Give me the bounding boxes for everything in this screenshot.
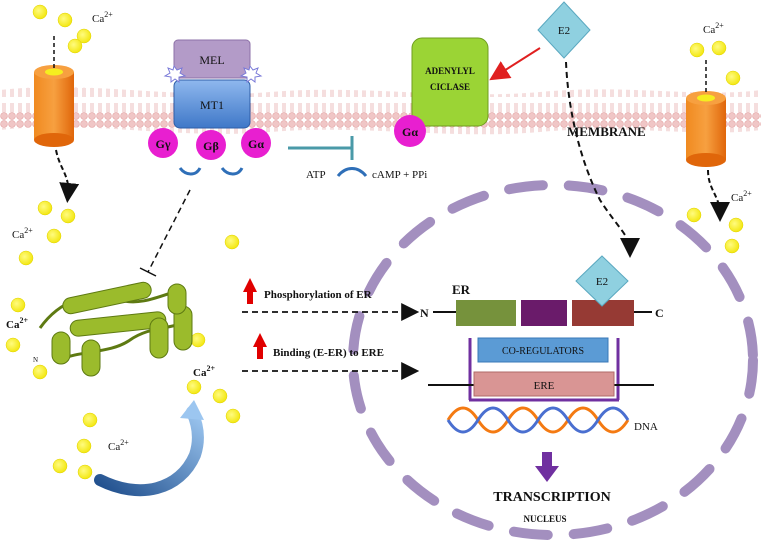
svg-text:Gα: Gα <box>402 125 418 139</box>
er-n-terminal: N <box>420 306 429 320</box>
g-gamma-subunit: Gγ <box>148 128 178 158</box>
svg-text:MT1: MT1 <box>200 98 224 112</box>
svg-text:E2: E2 <box>558 25 570 37</box>
calcium-influx-arrow-right <box>707 169 730 222</box>
svg-text:E2: E2 <box>596 276 608 288</box>
adenylyl-cyclase: ADENYLYL CICLASE <box>411 37 489 127</box>
inhibition-line <box>288 136 354 160</box>
g-beta-subunit: Gβ <box>196 130 226 160</box>
g-alpha-subunit-ac: Gα <box>394 115 426 147</box>
binding-star-left <box>163 64 187 83</box>
er-domain-purple <box>521 300 567 326</box>
protein-n-terminal: N <box>33 356 38 364</box>
ca-label-top-right: Ca2+ <box>703 21 724 36</box>
camp-label: cAMP + PPi <box>372 169 427 181</box>
ca-label-top-left: Ca2+ <box>92 10 113 25</box>
svg-text:Ca2+: Ca2+ <box>108 438 129 453</box>
svg-text:Ca2+: Ca2+ <box>6 316 28 331</box>
svg-text:ADENYLYL: ADENYLYL <box>425 66 475 76</box>
ere-bracket <box>468 338 620 402</box>
mt1-receptor: MT1 <box>173 79 251 129</box>
er-label: ER <box>452 282 471 297</box>
binding-up-arrow <box>253 333 267 359</box>
melatonin-box: MEL <box>173 39 251 79</box>
transcription-arrow <box>535 452 559 482</box>
svg-text:Gβ: Gβ <box>203 139 219 153</box>
membrane-label: MEMBRANE <box>567 124 646 139</box>
ca-label-protein-left: Ca2+ <box>6 316 28 331</box>
dna-helix <box>446 406 630 434</box>
svg-text:CICLASE: CICLASE <box>430 82 470 92</box>
svg-text:ERE: ERE <box>534 380 555 392</box>
ca-label-bottom: Ca2+ <box>108 438 129 453</box>
co-regulators-box: CO-REGULATORS <box>477 337 609 363</box>
ca-label-left: Ca2+ <box>12 226 33 241</box>
svg-text:Ca2+: Ca2+ <box>92 10 113 25</box>
svg-text:Ca2+: Ca2+ <box>12 226 33 241</box>
calcium-influx-arrow-left <box>55 149 80 203</box>
mt1-to-protein-line <box>139 189 191 277</box>
dissociation-arrow-right <box>220 167 244 176</box>
calcium-cycle-arrowhead <box>180 400 204 420</box>
svg-text:Gα: Gα <box>248 137 264 151</box>
atp-label: ATP <box>306 169 326 181</box>
g-alpha-subunit-mt1: Gα <box>241 128 271 158</box>
calcium-channel-left <box>34 36 74 147</box>
calcium-ions <box>5 4 744 480</box>
svg-text:MEL: MEL <box>199 53 224 67</box>
estradiol-top: E2 <box>537 1 591 59</box>
svg-text:Ca2+: Ca2+ <box>703 21 724 36</box>
er-c-terminal: C <box>655 306 664 320</box>
e2-entry-arrow <box>565 61 640 258</box>
phosphorylation-label: Phosphorylation of ER <box>264 289 373 301</box>
atp-conversion-arrow <box>336 167 368 178</box>
ca-label-right: Ca2+ <box>731 189 752 204</box>
ca-label-protein-right: Ca2+ <box>193 364 215 379</box>
phosphorylation-up-arrow <box>243 278 257 304</box>
svg-text:Ca2+: Ca2+ <box>731 189 752 204</box>
nucleus-label: NUCLEUS <box>523 514 566 524</box>
binding-label: Binding (E-ER) to ERE <box>273 347 384 359</box>
transcription-label: TRANSCRIPTION <box>493 490 610 505</box>
calcium-binding-protein <box>38 281 193 377</box>
cell-membrane <box>0 87 761 135</box>
svg-text:Ca2+: Ca2+ <box>193 364 215 379</box>
estradiol-nucleus: E2 <box>575 255 629 307</box>
er-domain-green <box>456 300 516 326</box>
nucleus-envelope <box>348 180 758 540</box>
e2-activation-arrow <box>489 47 541 81</box>
svg-text:CO-REGULATORS: CO-REGULATORS <box>502 346 584 357</box>
calcium-channel-right <box>686 60 726 167</box>
calcium-cycle-arrow <box>94 406 204 497</box>
dna-label: DNA <box>634 421 658 433</box>
dissociation-arrow-left <box>178 167 202 176</box>
svg-text:Gγ: Gγ <box>156 137 171 151</box>
binding-star-right <box>239 64 263 83</box>
ere-box: ERE <box>473 371 615 397</box>
